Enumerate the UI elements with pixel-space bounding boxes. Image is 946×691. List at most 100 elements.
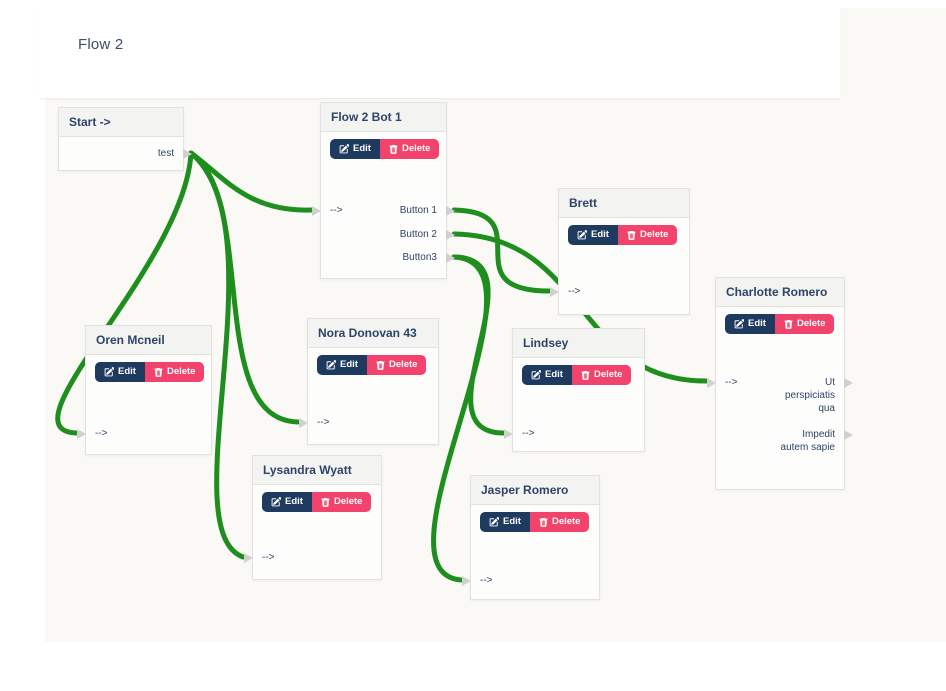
input-label: --> xyxy=(330,205,343,216)
delete-button[interactable]: Delete xyxy=(366,355,427,375)
flow-node-nora[interactable]: Nora Donovan 43 Edit Delete --> xyxy=(299,318,439,445)
output-connector-icon[interactable] xyxy=(183,149,192,159)
flow-title: Flow 2 xyxy=(78,36,124,53)
input-connector-icon[interactable] xyxy=(77,429,86,439)
edit-button[interactable]: Edit xyxy=(522,365,572,385)
edit-button-label: Edit xyxy=(353,143,371,155)
output-label: Button 1 xyxy=(399,205,437,216)
output-connector-icon[interactable] xyxy=(844,378,853,388)
delete-button[interactable]: Delete xyxy=(311,492,372,512)
node-io-row: test xyxy=(68,144,192,164)
input-label: --> xyxy=(317,417,330,428)
input-connector-icon[interactable] xyxy=(462,576,471,586)
node-actions: Edit Delete xyxy=(95,362,211,382)
delete-button[interactable]: Delete xyxy=(379,139,440,159)
trash-icon xyxy=(581,370,590,380)
node-title: Nora Donovan 43 xyxy=(308,319,438,348)
trash-icon xyxy=(784,319,793,329)
node-io-row: Impedit autem sapie xyxy=(725,428,853,454)
edit-button[interactable]: Edit xyxy=(95,362,145,382)
edit-button-label: Edit xyxy=(503,516,521,528)
edit-button[interactable]: Edit xyxy=(317,355,367,375)
node-actions: Edit Delete xyxy=(262,492,381,512)
edit-icon xyxy=(339,144,349,154)
connection-path-start-to-flow2bot1[interactable] xyxy=(188,150,314,213)
edit-button[interactable]: Edit xyxy=(480,512,530,532)
trash-icon xyxy=(627,230,636,240)
delete-button-label: Delete xyxy=(551,516,581,528)
output-label: Impedit autem sapie xyxy=(780,429,835,453)
node-title: Flow 2 Bot 1 xyxy=(321,103,446,132)
delete-button[interactable]: Delete xyxy=(144,362,205,382)
edit-button-label: Edit xyxy=(285,496,303,508)
output-connector-icon[interactable] xyxy=(844,430,853,440)
output-connector-icon[interactable] xyxy=(446,253,455,263)
connection-path-start-to-lysandra[interactable] xyxy=(188,150,246,560)
input-connector-icon[interactable] xyxy=(312,206,321,216)
edit-icon xyxy=(489,517,499,527)
output-connector-icon[interactable] xyxy=(446,206,455,216)
node-title: Brett xyxy=(559,189,689,218)
delete-button[interactable]: Delete xyxy=(571,365,632,385)
node-title: Lysandra Wyatt xyxy=(253,456,381,485)
edit-icon xyxy=(734,319,744,329)
connection-path-flow2bot1-to-jasper[interactable] xyxy=(431,254,489,583)
edit-icon xyxy=(577,230,587,240)
input-connector-icon[interactable] xyxy=(244,553,253,563)
edit-icon xyxy=(271,497,281,507)
delete-button-label: Delete xyxy=(639,229,669,241)
node-title: Oren Mcneil xyxy=(86,326,211,355)
delete-button[interactable]: Delete xyxy=(529,512,590,532)
trash-icon xyxy=(539,517,548,527)
input-label: --> xyxy=(522,428,535,439)
connection-path-flow2bot1-to-brett[interactable] xyxy=(451,207,552,294)
delete-button-label: Delete xyxy=(388,359,418,371)
node-io-row: Button 2 xyxy=(330,225,455,245)
node-actions: Edit Delete xyxy=(480,512,599,532)
node-io-row: --> xyxy=(77,424,202,444)
input-label: --> xyxy=(568,286,581,297)
node-io-row: --> xyxy=(462,571,590,591)
output-label: Button3 xyxy=(402,252,437,263)
input-label: --> xyxy=(725,377,738,388)
node-title: Lindsey xyxy=(513,329,644,358)
edit-button[interactable]: Edit xyxy=(725,314,775,334)
edit-button[interactable]: Edit xyxy=(262,492,312,512)
flow-node-start[interactable]: Start ->test xyxy=(58,107,192,171)
node-actions: Edit Delete xyxy=(568,225,689,245)
edit-button[interactable]: Edit xyxy=(330,139,380,159)
edit-icon xyxy=(531,370,541,380)
input-label: --> xyxy=(262,552,275,563)
delete-button[interactable]: Delete xyxy=(617,225,678,245)
delete-button-label: Delete xyxy=(166,366,196,378)
node-io-row: --> xyxy=(550,282,680,302)
output-label: Ut perspiciatis qua xyxy=(784,377,835,414)
node-io-row: Button3 xyxy=(330,248,455,268)
node-io-row: --> xyxy=(299,413,429,433)
input-connector-icon[interactable] xyxy=(707,378,716,388)
edit-button-label: Edit xyxy=(748,318,766,330)
input-label: --> xyxy=(95,428,108,439)
delete-button[interactable]: Delete xyxy=(774,314,835,334)
edit-button[interactable]: Edit xyxy=(568,225,618,245)
input-connector-icon[interactable] xyxy=(504,429,513,439)
edit-button-label: Edit xyxy=(118,366,136,378)
trash-icon xyxy=(321,497,330,507)
delete-button-label: Delete xyxy=(401,143,431,155)
delete-button-label: Delete xyxy=(796,318,826,330)
input-connector-icon[interactable] xyxy=(299,418,308,428)
trash-icon xyxy=(376,360,385,370)
output-connector-icon[interactable] xyxy=(446,230,455,240)
node-io-row: --> xyxy=(504,424,635,444)
node-io-row: --> Ut perspiciatis qua xyxy=(707,376,853,415)
input-connector-icon[interactable] xyxy=(550,287,559,297)
flow-node-flow2bot1[interactable]: Flow 2 Bot 1 Edit Delete --> Button 1 Button … xyxy=(312,102,455,279)
